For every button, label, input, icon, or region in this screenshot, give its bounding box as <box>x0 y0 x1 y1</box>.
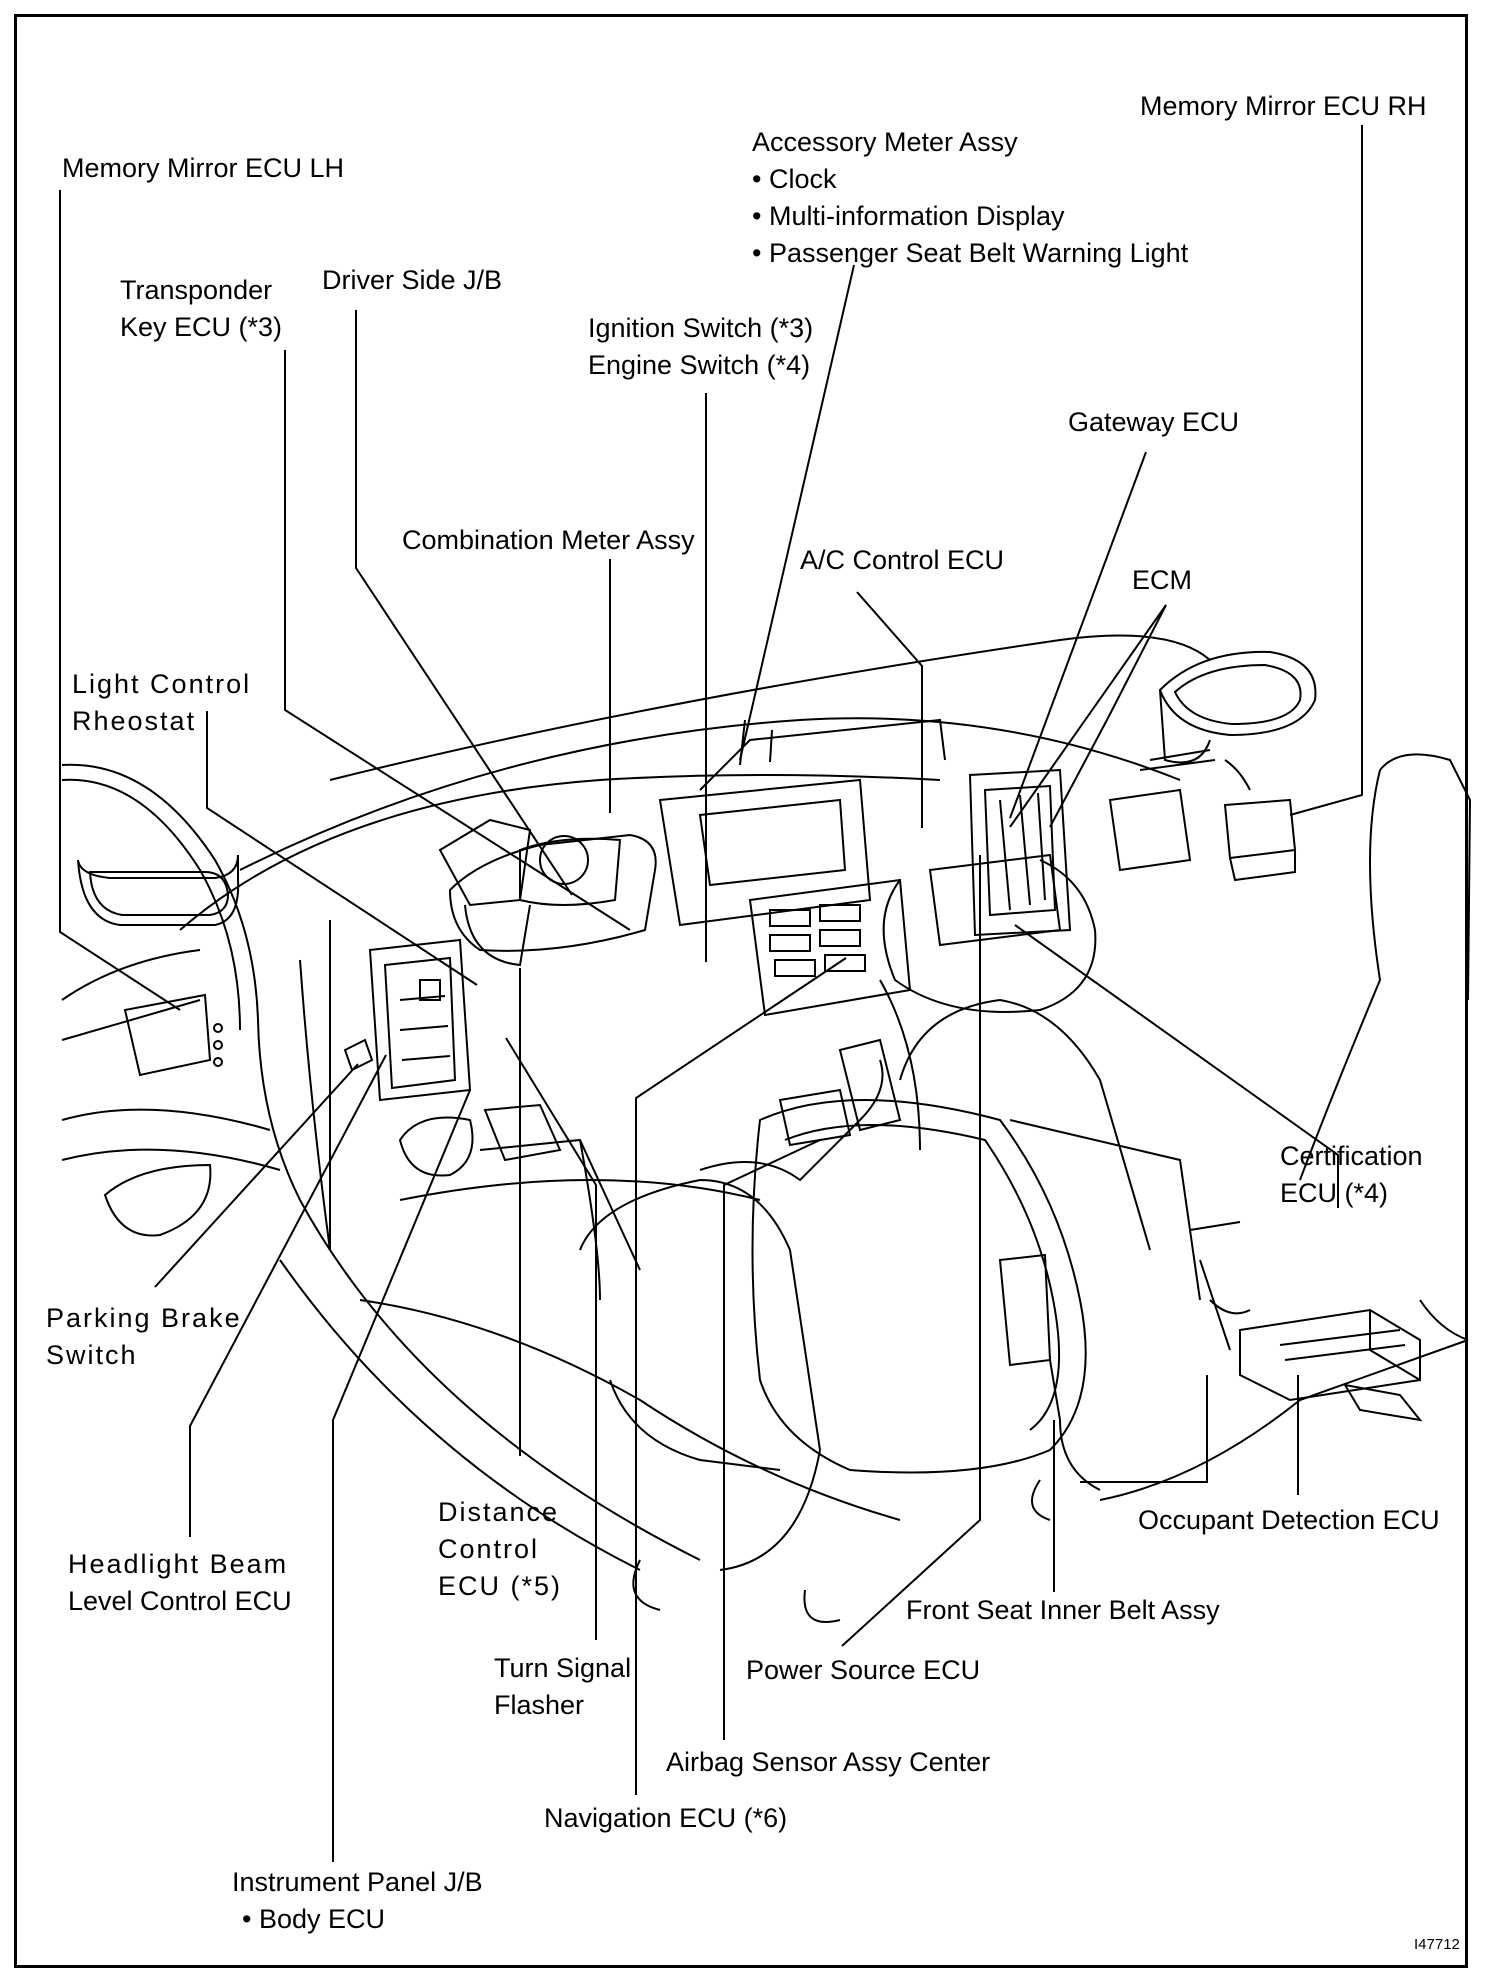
label-distance-control: Distance Control ECU (*5) <box>438 1494 562 1605</box>
leader-gateway <box>1009 451 1147 819</box>
label-memory-mirror-lh: Memory Mirror ECU LH <box>62 150 344 187</box>
leader-ac-control <box>856 591 923 828</box>
label-occupant-text: Occupant Detection ECU <box>1138 1505 1440 1535</box>
leader-transponder <box>284 350 631 931</box>
leader-lines <box>59 125 1363 1862</box>
label-memory-mirror-rh-text: Memory Mirror ECU RH <box>1140 91 1427 121</box>
leader-power-source <box>841 855 981 1647</box>
label-accessory-meter: Accessory Meter Assy • Clock • Multi-inf… <box>752 124 1188 272</box>
turn-signal-line-1: Turn Signal <box>494 1653 632 1683</box>
label-ecm-text: ECM <box>1132 565 1192 595</box>
right-mirror-drawing <box>1158 650 1317 882</box>
leader-driver-jb <box>355 310 573 896</box>
headlight-line-1: Headlight Beam <box>68 1549 289 1579</box>
headlight-line-2: Level Control ECU <box>68 1586 292 1616</box>
label-ignition: Ignition Switch (*3) Engine Switch (*4) <box>588 310 813 384</box>
instrument-panel-item-body-ecu: • Body ECU <box>242 1904 386 1934</box>
label-occupant: Occupant Detection ECU <box>1138 1502 1440 1539</box>
figure-id: I47712 <box>1414 1936 1460 1953</box>
leader-instrument-panel <box>332 1089 471 1862</box>
label-instrument-panel: Instrument Panel J/B • Body ECU <box>232 1864 483 1938</box>
label-front-seat-belt: Front Seat Inner Belt Assy <box>906 1592 1220 1629</box>
light-control-line-1: Light Control <box>72 669 252 699</box>
left-door-drawing <box>61 763 301 1237</box>
label-transponder: Transponder Key ECU (*3) <box>120 272 282 346</box>
label-ecm: ECM <box>1132 562 1192 599</box>
diagram-border <box>14 14 1468 1968</box>
label-front-seat-belt-text: Front Seat Inner Belt Assy <box>906 1595 1220 1625</box>
leader-turn-signal <box>505 1037 597 1640</box>
label-memory-mirror-rh: Memory Mirror ECU RH <box>1140 88 1427 125</box>
leader-memory-mirror-lh <box>59 190 181 1011</box>
label-headlight: Headlight Beam Level Control ECU <box>68 1546 292 1620</box>
ignition-line-2: Engine Switch (*4) <box>588 350 811 380</box>
leader-navigation <box>635 957 847 1795</box>
leader-airbag <box>723 1139 821 1740</box>
label-navigation-text: Navigation ECU (*6) <box>544 1803 788 1833</box>
leader-certification <box>1014 924 1339 1208</box>
label-airbag: Airbag Sensor Assy Center <box>666 1744 990 1781</box>
label-combination-meter-text: Combination Meter Assy <box>402 525 695 555</box>
parking-brake-line-2: Switch <box>46 1340 138 1370</box>
leader-headlight <box>189 1054 387 1537</box>
certification-line-1: Certification <box>1280 1141 1423 1171</box>
leader-accessory-meter <box>739 264 855 761</box>
instrument-panel-title: Instrument Panel J/B <box>232 1867 483 1897</box>
leader-ecm-a <box>1049 604 1167 828</box>
floor-console-drawing <box>279 979 921 1571</box>
label-memory-mirror-lh-text: Memory Mirror ECU LH <box>62 153 345 183</box>
transponder-line-2: Key ECU (*3) <box>120 312 283 342</box>
leader-ecm-b <box>1009 604 1167 828</box>
certification-line-2: ECU (*4) <box>1280 1178 1389 1208</box>
distance-control-line-3: ECU (*5) <box>438 1571 563 1601</box>
leader-memory-mirror-rh <box>1289 125 1363 816</box>
light-control-line-2: Rheostat <box>72 706 197 736</box>
label-gateway: Gateway ECU <box>1068 404 1239 441</box>
label-driver-jb-text: Driver Side J/B <box>322 265 503 295</box>
label-power-source: Power Source ECU <box>746 1652 980 1689</box>
seats-drawing <box>579 753 1472 1623</box>
label-ac-control-text: A/C Control ECU <box>800 545 1005 575</box>
distance-control-line-1: Distance <box>438 1497 560 1527</box>
label-parking-brake: Parking Brake Switch <box>46 1300 242 1374</box>
label-light-control: Light Control Rheostat <box>72 666 251 740</box>
turn-signal-line-2: Flasher <box>494 1690 585 1720</box>
label-power-source-text: Power Source ECU <box>746 1655 981 1685</box>
parking-brake-line-1: Parking Brake <box>46 1303 242 1333</box>
label-airbag-text: Airbag Sensor Assy Center <box>666 1747 991 1777</box>
transponder-line-1: Transponder <box>120 275 273 305</box>
label-certification: Certification ECU (*4) <box>1280 1138 1423 1212</box>
leader-parking-brake <box>154 1063 359 1288</box>
accessory-meter-item-display: • Multi-information Display <box>752 201 1065 231</box>
leader-occupant-b <box>1080 1375 1208 1483</box>
label-gateway-text: Gateway ECU <box>1068 407 1240 437</box>
label-navigation: Navigation ECU (*6) <box>544 1800 787 1837</box>
distance-control-line-2: Control <box>438 1534 540 1564</box>
label-combination-meter: Combination Meter Assy <box>402 522 695 559</box>
leader-light-control <box>206 711 478 986</box>
accessory-meter-item-clock: • Clock <box>752 164 837 194</box>
label-turn-signal: Turn Signal Flasher <box>494 1650 631 1724</box>
label-driver-jb: Driver Side J/B <box>322 262 502 299</box>
label-ac-control: A/C Control ECU <box>800 542 1004 579</box>
accessory-meter-title: Accessory Meter Assy <box>752 127 1018 157</box>
accessory-meter-item-seatbelt: • Passenger Seat Belt Warning Light <box>752 238 1189 268</box>
ignition-line-1: Ignition Switch (*3) <box>588 313 814 343</box>
